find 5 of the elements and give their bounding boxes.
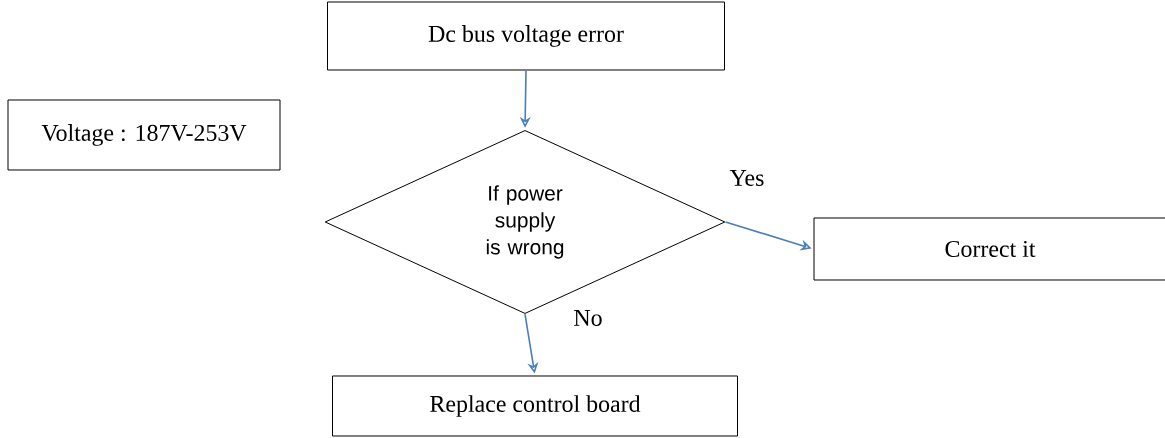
edge-label: Yes bbox=[729, 170, 764, 186]
process-box: Replace control board bbox=[332, 375, 738, 437]
process-box: Dc bus voltage error bbox=[327, 1, 725, 71]
process-box: Voltage : 187V-253V bbox=[7, 99, 281, 171]
process-box: Correct it bbox=[813, 217, 1165, 281]
